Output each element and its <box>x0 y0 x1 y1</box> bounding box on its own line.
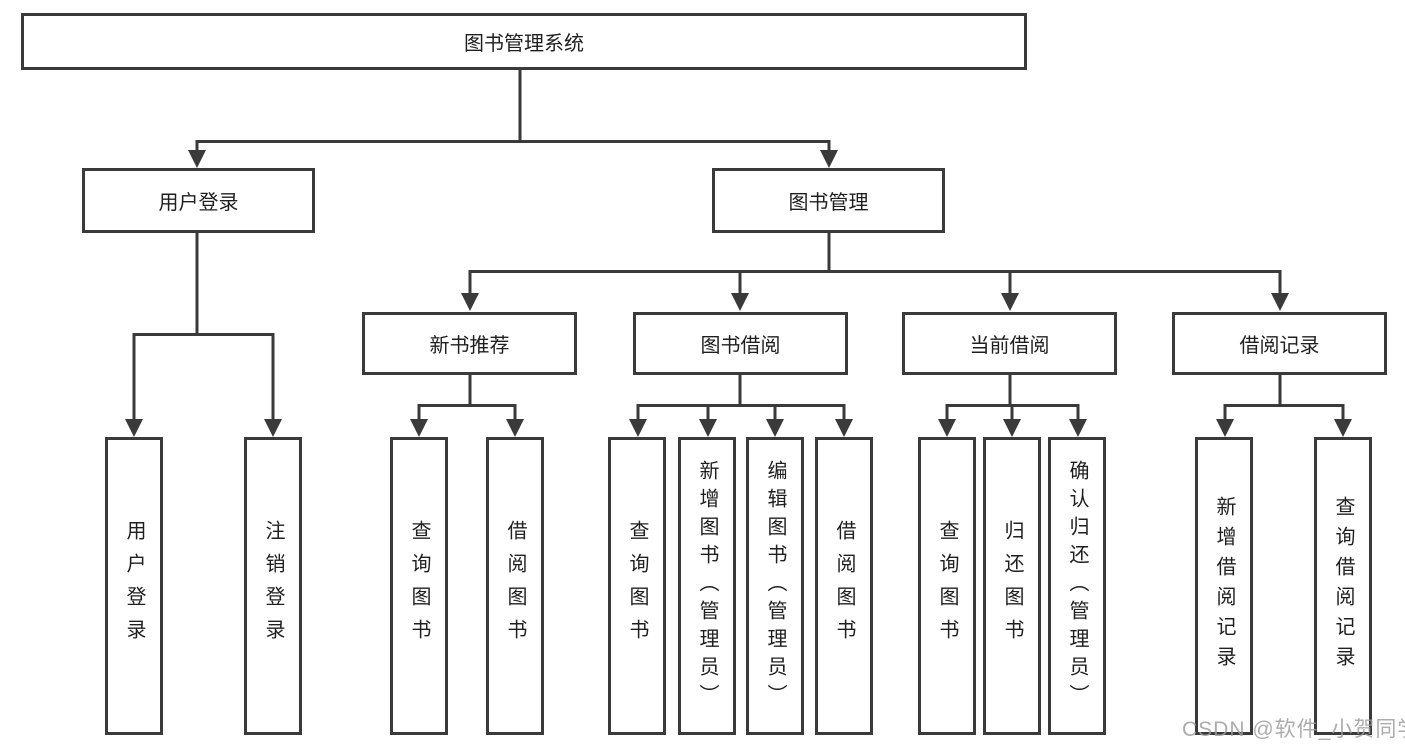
leaf-cb-confirm-return: 确认归还（管理员） <box>1048 437 1106 735</box>
node-book-borrow: 图书借阅 <box>633 312 848 375</box>
node-new-book-rec: 新书推荐 <box>362 312 577 375</box>
connector-root-to-level2 <box>188 70 838 168</box>
leaf-logout: 注销登录 <box>244 437 302 735</box>
leaf-br-add-record: 新增借阅记录 <box>1195 437 1253 735</box>
leaf-bb-add-book: 新增图书（管理员） <box>678 437 736 735</box>
connector-current-borrow-children <box>938 375 1087 437</box>
connector-book-mgmt-children <box>461 233 1289 311</box>
node-root: 图书管理系统 <box>21 13 1027 70</box>
leaf-bb-query-book: 查询图书 <box>608 437 666 735</box>
connector-borrow-record-children <box>1216 375 1352 437</box>
leaf-cb-return-book: 归还图书 <box>983 437 1041 735</box>
leaf-rec-borrow-book: 借阅图书 <box>486 437 544 735</box>
node-current-borrow: 当前借阅 <box>902 312 1117 375</box>
node-book-mgmt: 图书管理 <box>712 168 945 233</box>
leaf-cb-query-book: 查询图书 <box>918 437 976 735</box>
watermark-text: CSDN @软件_小贺同学 <box>1182 718 1405 741</box>
connector-book-borrow-children <box>629 375 853 437</box>
leaf-user-login: 用户登录 <box>105 437 163 735</box>
node-user-login: 用户登录 <box>82 168 315 233</box>
node-borrow-record: 借阅记录 <box>1172 312 1387 375</box>
connector-new-book-rec-children <box>410 375 524 437</box>
leaf-rec-query-book: 查询图书 <box>390 437 448 735</box>
leaf-bb-edit-book: 编辑图书（管理员） <box>746 437 804 735</box>
leaf-bb-borrow-book: 借阅图书 <box>815 437 873 735</box>
connector-user-login-children <box>125 233 282 437</box>
leaf-br-query-record: 查询借阅记录 <box>1314 437 1372 735</box>
